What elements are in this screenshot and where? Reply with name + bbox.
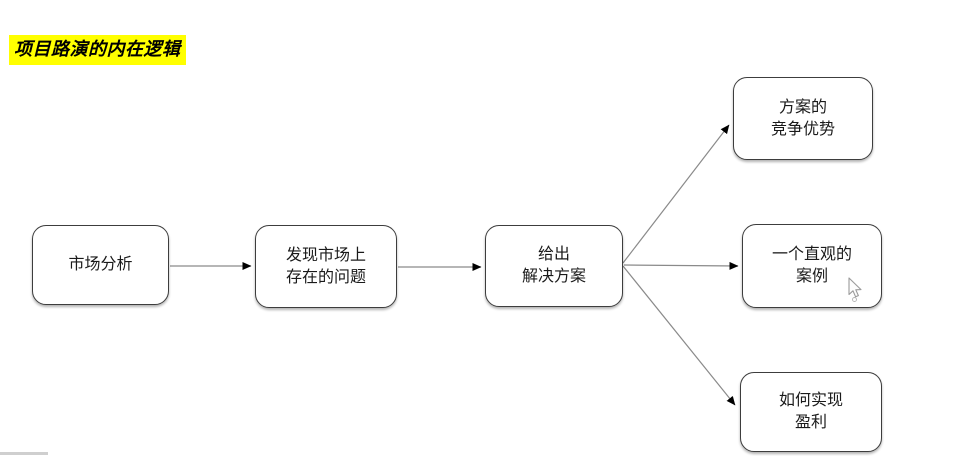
- node-label: 市场分析: [68, 256, 133, 273]
- edge-solution-to-advantage: [622, 124, 730, 264]
- node-competitive-advantage[interactable]: 方案的 竞争优势: [733, 77, 873, 160]
- node-label: 给出 解决方案: [521, 246, 586, 285]
- page-title: 项目路演的内在逻辑: [9, 35, 186, 65]
- node-label: 方案的 竞争优势: [770, 98, 835, 138]
- node-find-problems[interactable]: 发现市场上 存在的问题: [255, 225, 397, 308]
- node-label: 发现市场上 存在的问题: [285, 246, 366, 286]
- edge-solution-to-profit: [622, 265, 736, 406]
- node-market-analysis[interactable]: 市场分析: [32, 225, 169, 305]
- node-intuitive-case[interactable]: 一个直观的 案例: [742, 224, 882, 308]
- node-label: 一个直观的 案例: [771, 246, 852, 285]
- bottom-edge-strip: [0, 452, 48, 455]
- node-label: 如何实现 盈利: [778, 392, 843, 431]
- node-give-solution[interactable]: 给出 解决方案: [485, 225, 623, 307]
- node-how-to-profit[interactable]: 如何实现 盈利: [740, 372, 882, 452]
- edge-solution-to-case: [623, 261, 739, 270]
